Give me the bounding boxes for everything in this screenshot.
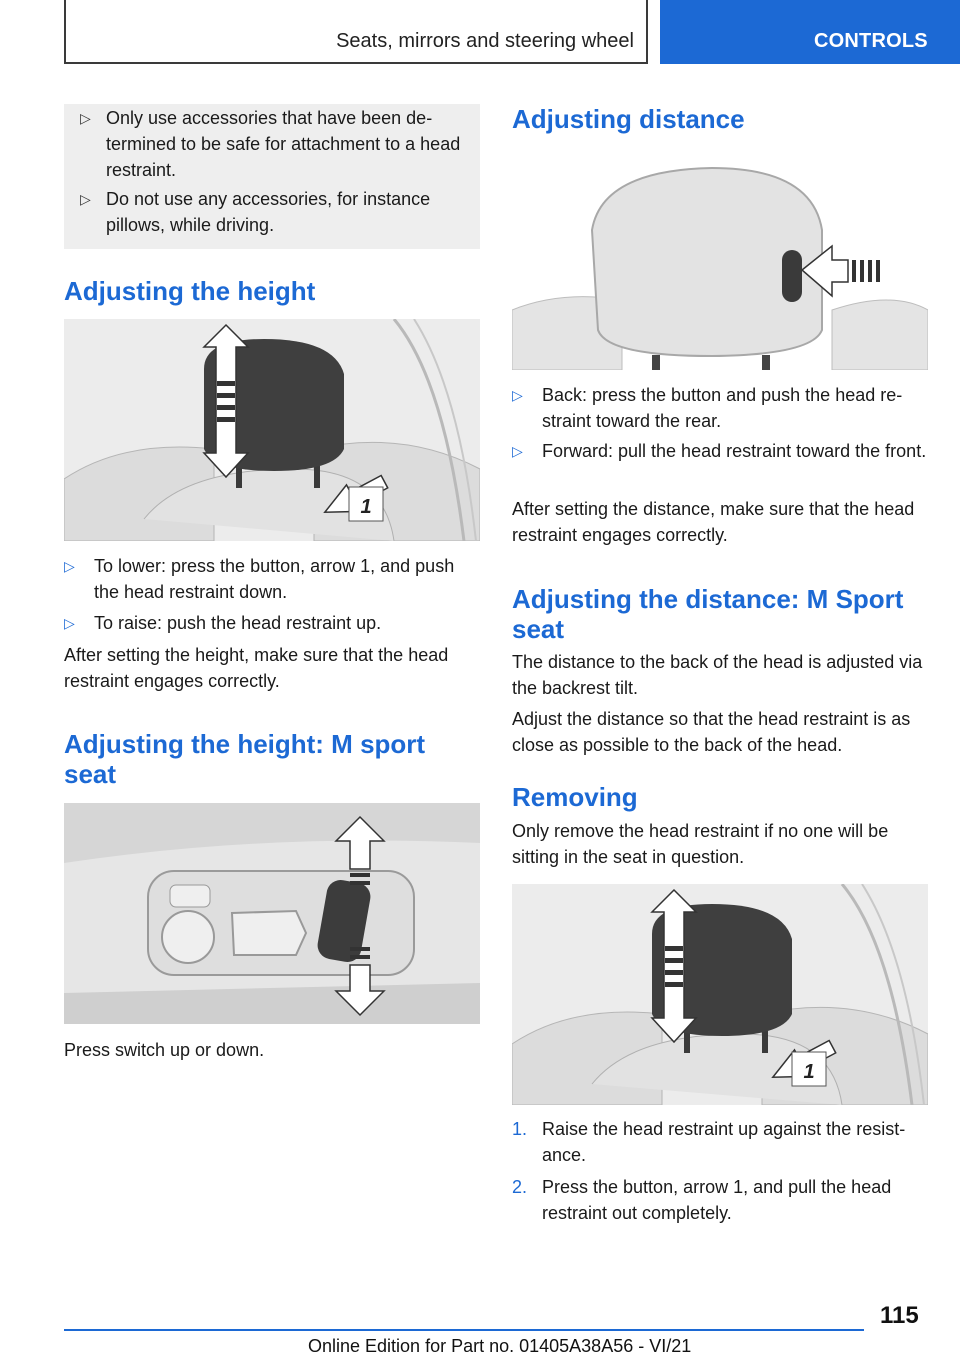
triangle-bullet-icon: ▷ — [80, 110, 91, 126]
footer-edition: Online Edition for Part no. 01405A38A56 … — [308, 1336, 692, 1356]
caution-note-box — [64, 104, 480, 249]
paragraph: Adjust the distance so that the head res… — [512, 709, 911, 755]
list-item: 2. Press the button, arrow 1, and pull t… — [512, 1174, 928, 1226]
list-item: ▷ Back: press the button and push the he… — [512, 382, 928, 434]
section-title: Seats, mirrors and steering wheel — [336, 30, 634, 52]
triangle-bullet-icon: ▷ — [512, 387, 523, 403]
figure-head-restraint-height: 1 — [64, 319, 480, 541]
chapter-tab-label: CONTROLS — [814, 30, 928, 52]
triangle-bullet-icon: ▷ — [64, 615, 75, 631]
page-number: 115 — [880, 1302, 919, 1329]
note-item: ▷ Do not use any accessories, for instan… — [80, 186, 470, 238]
paragraph: After setting the distance, make sure th… — [512, 499, 915, 545]
list-item: ▷ To lower: press the button, arrow 1, a… — [64, 553, 480, 605]
step-number: 1. — [512, 1119, 528, 1139]
footer-rule — [64, 1329, 864, 1331]
heading-removing: Removing — [512, 782, 638, 812]
step-number: 2. — [512, 1177, 528, 1197]
figure-head-restraint-distance — [512, 160, 928, 370]
heading-adjusting-distance: Adjusting distance — [512, 104, 745, 134]
callout-number-1: 1 — [803, 1061, 814, 1083]
triangle-bullet-icon: ▷ — [80, 191, 91, 207]
paragraph: After setting the height, make sure that… — [64, 645, 449, 691]
list-item: ▷ To raise: push the head restraint up. — [64, 610, 480, 636]
paragraph: Press switch up or down. — [64, 1040, 265, 1060]
heading-adjusting-height-m-sport: Adjusting the height: M sport seat — [64, 729, 426, 789]
list-item: ▷ Forward: pull the head restraint towar… — [512, 438, 928, 464]
heading-adjusting-height: Adjusting the height — [64, 276, 316, 306]
triangle-bullet-icon: ▷ — [512, 443, 523, 459]
paragraph: The distance to the back of the head is … — [512, 652, 923, 698]
list-item: 1. Raise the head restraint up against t… — [512, 1116, 928, 1168]
heading-adjusting-distance-m-sport: Adjusting the distance: M Sport seat — [512, 584, 904, 644]
note-item: ▷ Only use accessories that have been de… — [80, 105, 470, 183]
running-header: Seats, mirrors and steering wheel — [64, 0, 648, 64]
figure-seat-switch — [64, 803, 480, 1024]
paragraph: Only remove the head restraint if no one… — [512, 821, 889, 867]
figure-head-restraint-removing: 1 — [512, 884, 928, 1105]
chapter-tab[interactable]: CONTROLS — [660, 0, 960, 64]
triangle-bullet-icon: ▷ — [64, 558, 75, 574]
callout-number-1: 1 — [360, 496, 371, 518]
